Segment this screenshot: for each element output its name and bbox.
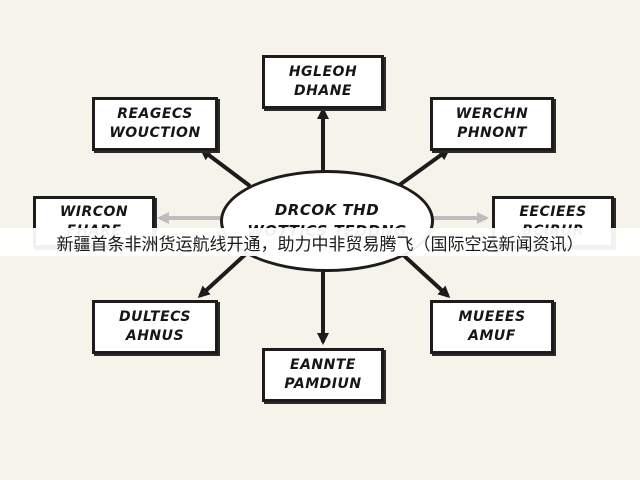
node-bottom-line1: EANNTE [290,357,356,373]
node-top-right: WERCHN PHNONT [430,97,554,151]
node-bottom-left-line1: DULTECS [118,309,192,325]
node-top-right-line2: PHNONT [457,125,527,141]
center-node-line1: DRCOK THD [274,201,380,219]
node-right-line1: EECIEES [519,204,587,220]
node-top-right-line1: WERCHN [455,106,529,122]
node-top: HGLEOH DHANE [262,55,384,109]
center-node: DRCOK THD WOTTICS TEDDNG [220,170,434,272]
node-top-left: REAGECS WOUCTION [92,97,218,151]
node-bottom-left-line2: AHNUS [125,328,185,344]
node-bottom-right-line2: AMUF [468,328,516,344]
arrow-to-bottom-right [398,250,451,299]
arrow-to-bottom-left [197,250,250,299]
node-top-left-line2: WOUCTION [109,125,201,141]
node-bottom-right: MUEEES AMUF [430,300,554,354]
arrow-to-top-right [396,148,451,188]
node-bottom-line2: PAMDIUN [284,376,362,392]
arrow-to-top-left [199,148,252,188]
node-top-left-line1: REAGECS [117,106,193,122]
node-left-line1: WIRCON [59,204,129,220]
node-top-line1: HGLEOH [288,64,358,80]
node-bottom: EANNTE PAMDIUN [262,348,384,402]
caption-overlay: 新疆首条非洲货运航线开通，助力中非贸易腾飞（国际空运新闻资讯） [0,228,640,256]
node-top-line2: DHANE [294,83,352,99]
node-bottom-left: DULTECS AHNUS [92,300,218,354]
node-bottom-right-line1: MUEEES [458,309,526,325]
